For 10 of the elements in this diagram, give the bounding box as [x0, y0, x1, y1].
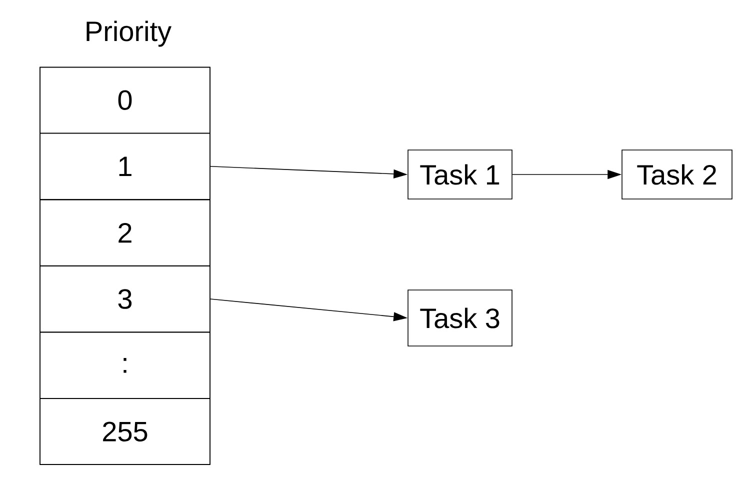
priority-row: : — [40, 332, 210, 399]
priority-row: 2 — [40, 199, 210, 266]
priority-row: 1 — [40, 133, 210, 200]
priority-row: 0 — [40, 66, 210, 134]
priority-row: 3 — [40, 266, 210, 332]
priority-row: 255 — [40, 398, 210, 465]
node-label: Priority — [86, 20, 172, 47]
task-box: Task 1 — [408, 150, 512, 200]
task-box: Task 2 — [622, 150, 732, 200]
task-box: Task 3 — [408, 290, 512, 346]
